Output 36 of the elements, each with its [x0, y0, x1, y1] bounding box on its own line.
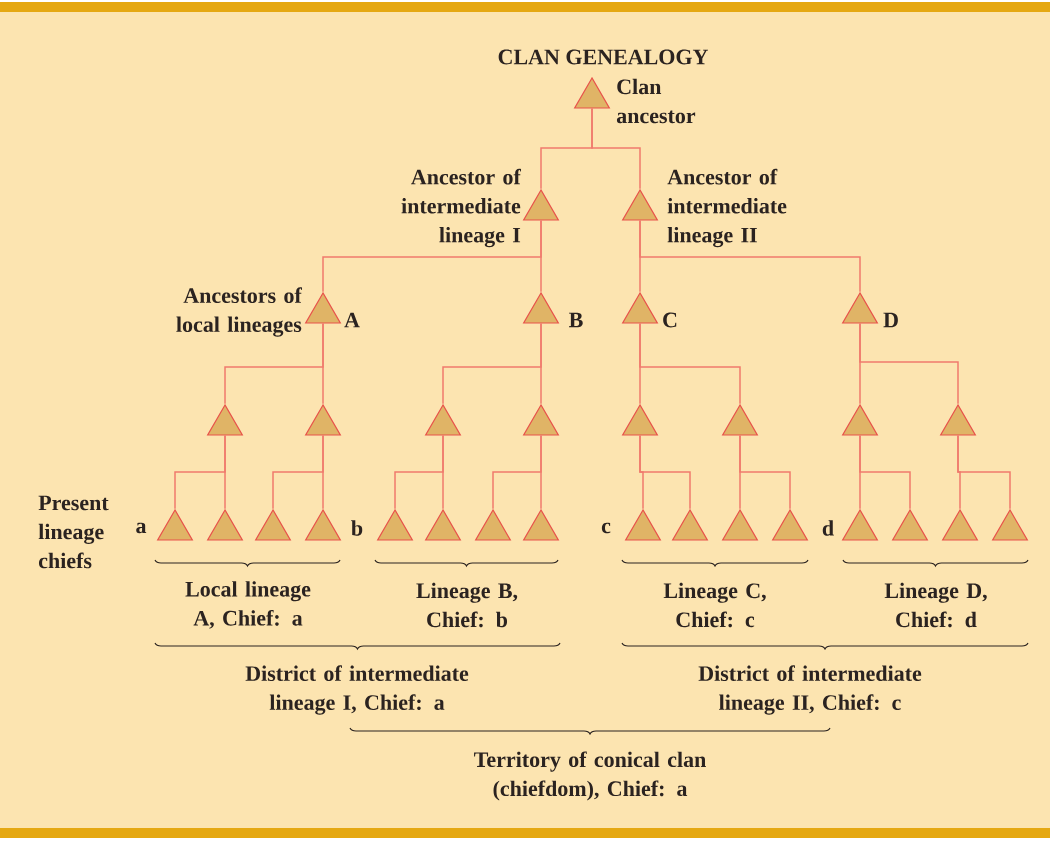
tree-line	[639, 322, 741, 405]
title: CLAN GENEALOGY	[498, 49, 708, 65]
group-label: Present lineage chiefs	[38, 495, 109, 569]
tree-line	[442, 434, 444, 510]
letter-label: d	[822, 520, 834, 536]
ancestor-label: Ancestors of local lineages	[176, 287, 302, 337]
letter-label: c	[601, 522, 611, 534]
tree-line	[322, 434, 324, 510]
tree-line	[224, 434, 226, 510]
tree-line	[739, 434, 791, 510]
tree-line	[540, 322, 542, 405]
group-label: Lineage D, Chief: d	[884, 582, 987, 628]
tree-line	[957, 434, 1011, 510]
tree-line	[859, 434, 911, 510]
tree-line	[540, 219, 542, 293]
tree-line	[639, 434, 691, 510]
group-label: Lineage C, Chief: c	[663, 582, 766, 628]
group-label: District of intermediate lineage I, Chief: a	[245, 665, 469, 715]
letter-label: A	[344, 312, 360, 328]
letter-label: b	[351, 520, 363, 536]
group-label: Territory of conical clan (chiefdom), Chief: a	[474, 751, 706, 801]
tree-line	[540, 434, 542, 510]
tree-line	[322, 322, 324, 405]
ancestor-label: Ancestor of intermediate lineage II	[667, 168, 787, 248]
group-label: Local lineage A, Chief: a	[185, 581, 311, 629]
letter-label: D	[883, 312, 898, 328]
group-label: Lineage B, Chief: b	[416, 582, 518, 628]
group-label: District of intermediate lineage II, Chief: c	[698, 665, 922, 715]
letter-label: C	[663, 312, 677, 328]
tree-line	[591, 107, 641, 190]
tree-line	[639, 219, 861, 293]
tree-line	[859, 322, 959, 405]
letter-label: a	[136, 522, 147, 534]
ancestor-label: Clan ancestor	[616, 78, 696, 124]
ancestor-label: Ancestor of intermediate lineage I	[401, 168, 521, 248]
letter-label: B	[569, 312, 583, 328]
